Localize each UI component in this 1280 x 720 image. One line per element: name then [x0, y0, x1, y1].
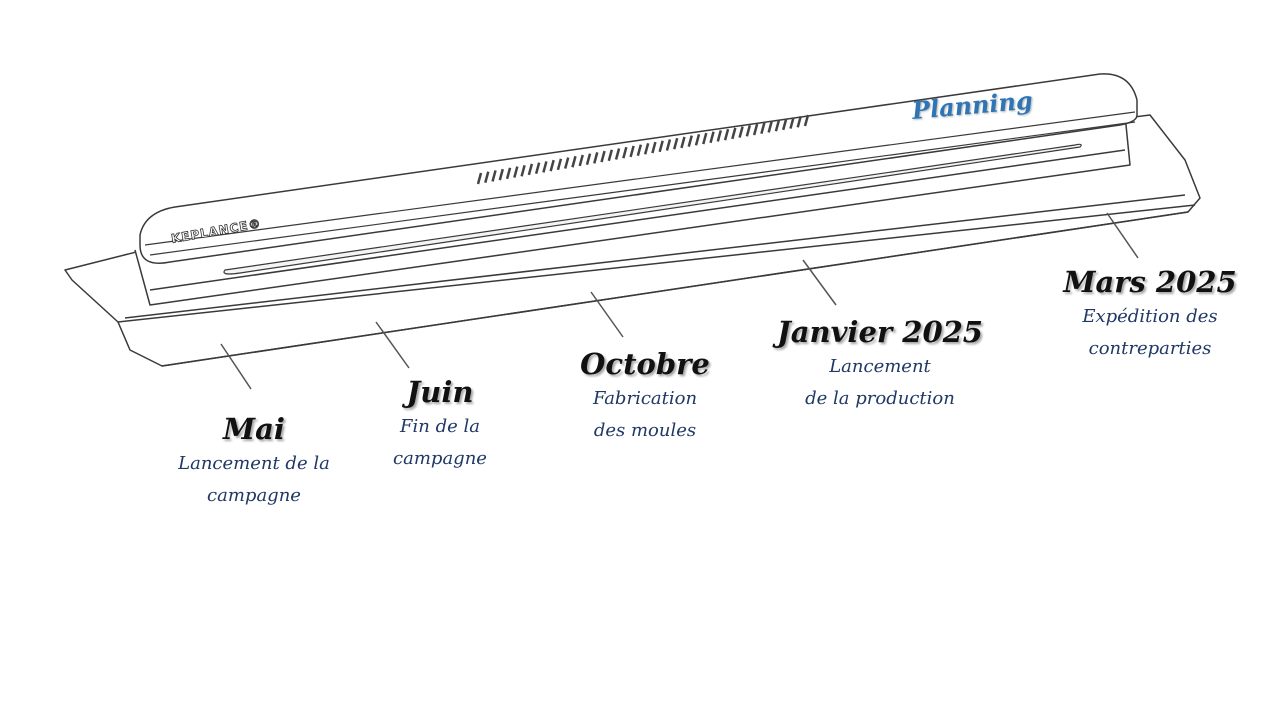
vent-slot [651, 141, 657, 154]
milestone-description-line: Expédition des [1082, 306, 1218, 327]
milestone-description-line: de la production [805, 388, 955, 409]
vent-slot [542, 161, 548, 173]
vent-slot [694, 134, 701, 146]
vent-slot [476, 172, 483, 185]
milestone-description-line: Lancement de la [178, 453, 330, 474]
vent-slot [760, 122, 766, 135]
milestone-janvier-2025: Janvier 2025 Lancement de la production [770, 315, 990, 415]
vent-slot [484, 171, 490, 184]
vent-slot [527, 163, 534, 176]
vent-slot [629, 145, 635, 158]
milestone-mars-2025: Mars 2025 Expédition des contreparties [1050, 265, 1250, 365]
vent-slot [665, 139, 672, 151]
vent-grille [476, 114, 810, 185]
vent-slot [520, 164, 526, 177]
base-tray-bottom [161, 211, 1189, 367]
milestone-date: Octobre [580, 347, 710, 381]
vent-slot [622, 146, 628, 159]
vent-slot [774, 119, 781, 132]
vent-slot [738, 126, 744, 138]
milestone-description-line: des moules [593, 420, 697, 441]
vent-slot [534, 162, 541, 175]
vent-slot [593, 152, 599, 164]
milestone-octobre: Octobre Fabrication des moules [555, 347, 735, 447]
vent-slot [571, 155, 577, 168]
milestone-date: Mars 2025 [1063, 265, 1237, 299]
vent-slot [636, 144, 643, 156]
vent-slot [513, 166, 519, 178]
vent-slot [680, 136, 686, 149]
leader-line-mai [220, 343, 252, 390]
vent-slot [607, 149, 614, 162]
vent-slot [745, 124, 752, 137]
milestone-description-line: Fabrication [592, 388, 698, 409]
milestone-description-line: campagne [393, 448, 487, 469]
vent-slot [549, 159, 555, 172]
vent-slot [687, 135, 693, 147]
milestone-date: Juin [406, 375, 474, 409]
milestone-date: Janvier 2025 [776, 315, 983, 349]
leader-line-janvier [802, 259, 837, 306]
vent-slot [752, 123, 759, 136]
lid-rim-2 [149, 121, 1136, 256]
vent-slot [505, 167, 512, 180]
vent-slot [796, 115, 802, 128]
vent-slot [643, 143, 650, 155]
vent-slot [781, 118, 788, 131]
milestone-description-line: campagne [207, 485, 301, 506]
body-slot [223, 143, 1082, 275]
lid [139, 73, 1138, 264]
vent-slot [709, 131, 715, 144]
product-sketch [64, 73, 1201, 367]
vent-slot [585, 153, 592, 165]
milestone-mai: Mai Lancement de la campagne [154, 412, 354, 512]
vent-slot [600, 150, 606, 163]
milestone-juin: Juin Fin de la campagne [360, 375, 520, 475]
lid-rim [144, 111, 1136, 246]
body-front-line [149, 149, 1126, 291]
leader-line-octobre [590, 291, 624, 338]
vent-slot [563, 157, 570, 169]
milestone-description-line: contreparties [1088, 338, 1212, 359]
milestone-description-line: Fin de la [400, 416, 480, 437]
milestone-description-line: Lancement [829, 356, 931, 377]
vent-slot [731, 127, 737, 140]
vent-slot [803, 114, 810, 127]
vent-slot [767, 121, 773, 133]
leader-line-mars [1106, 212, 1139, 259]
vent-slot [658, 140, 664, 153]
vent-slot [789, 117, 795, 129]
base-tray-edge [117, 204, 1196, 323]
vent-slot [491, 170, 497, 182]
vent-slot [723, 128, 730, 141]
milestone-date: Mai [223, 412, 285, 446]
vent-slot [556, 158, 563, 171]
leader-line-juin [375, 321, 410, 369]
vent-slot [716, 130, 723, 142]
vent-slot [498, 168, 505, 181]
vent-slot [578, 154, 584, 167]
vent-slot [672, 137, 679, 150]
vent-slot [702, 132, 708, 145]
leader-lines [220, 212, 1139, 390]
base-tray-inner-edge [124, 194, 1186, 319]
vent-slot [614, 148, 621, 160]
